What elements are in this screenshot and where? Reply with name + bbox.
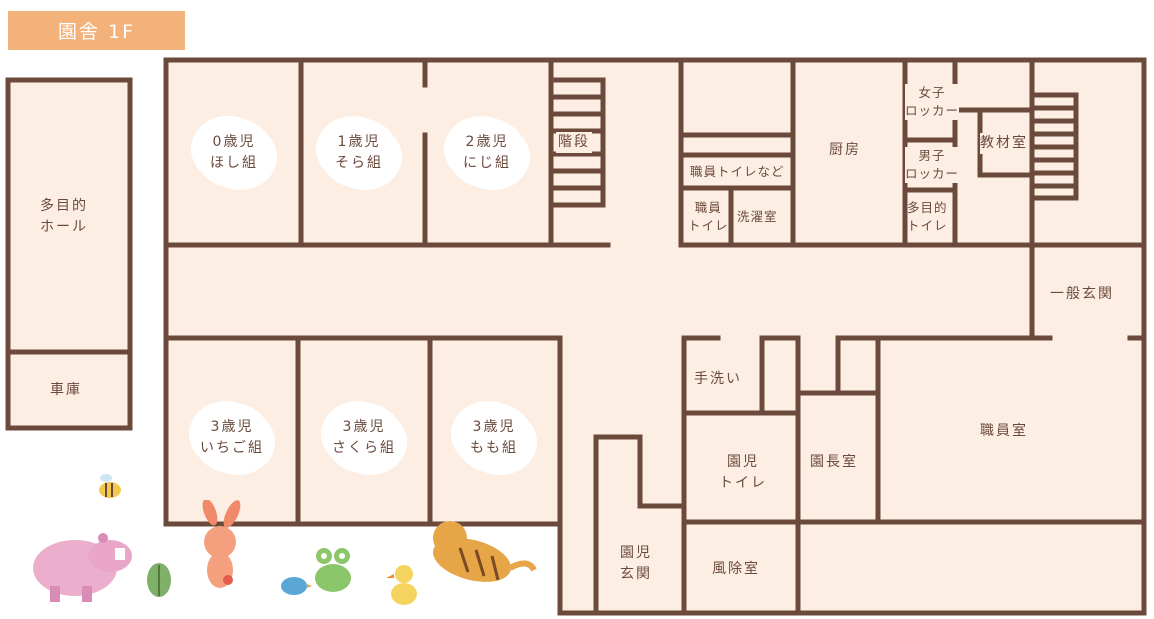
room-handwash: 手洗い xyxy=(694,371,742,387)
room-class-2: 2歳児にじ組 xyxy=(448,118,526,188)
room-multi-toilet: 多目的トイレ xyxy=(907,200,948,233)
bird-illustration xyxy=(281,577,312,595)
room-multipurpose-hall: 多目的ホール xyxy=(40,198,88,235)
frog-illustration xyxy=(315,548,351,592)
room-garage: 車庫 xyxy=(50,382,82,398)
room-class-0: 0歳児ほし組 xyxy=(195,118,273,188)
duck-illustration xyxy=(386,565,417,605)
room-class-3b: 3歳児さくら組 xyxy=(325,403,403,473)
room-kitchen: 厨房 xyxy=(829,142,861,158)
room-main-entrance: 一般玄関 xyxy=(1050,286,1114,302)
leaf-illustration xyxy=(147,563,171,597)
room-staff-toilet: 職員トイレ xyxy=(688,200,729,233)
rabbit-illustration xyxy=(202,500,241,588)
room-windbreak: 風除室 xyxy=(712,561,760,577)
room-class-3c: 3歳児もも組 xyxy=(455,403,533,473)
room-director: 園長室 xyxy=(810,454,858,470)
walls xyxy=(5,57,1147,616)
room-staff-toilet-etc: 職員トイレなど xyxy=(690,164,785,179)
room-boys-locker: 男子ロッカー xyxy=(905,147,960,183)
tiger-illustration xyxy=(433,521,537,582)
hippo-illustration xyxy=(33,533,132,602)
floor-title: 園舎 1F xyxy=(8,11,185,50)
room-staff-room: 職員室 xyxy=(980,423,1028,439)
room-girls-locker: 女子ロッカー xyxy=(905,84,960,120)
room-class-1: 1歳児そら組 xyxy=(320,118,398,188)
room-stairs: 階段 xyxy=(556,132,592,153)
bee-illustration xyxy=(99,474,121,498)
room-class-3a: 3歳児いちご組 xyxy=(193,403,271,473)
room-laundry: 洗濯室 xyxy=(737,209,778,224)
room-materials: 教材室 xyxy=(980,133,1028,154)
room-child-toilet: 園児トイレ xyxy=(719,454,767,491)
room-child-entrance: 園児玄関 xyxy=(620,545,652,582)
